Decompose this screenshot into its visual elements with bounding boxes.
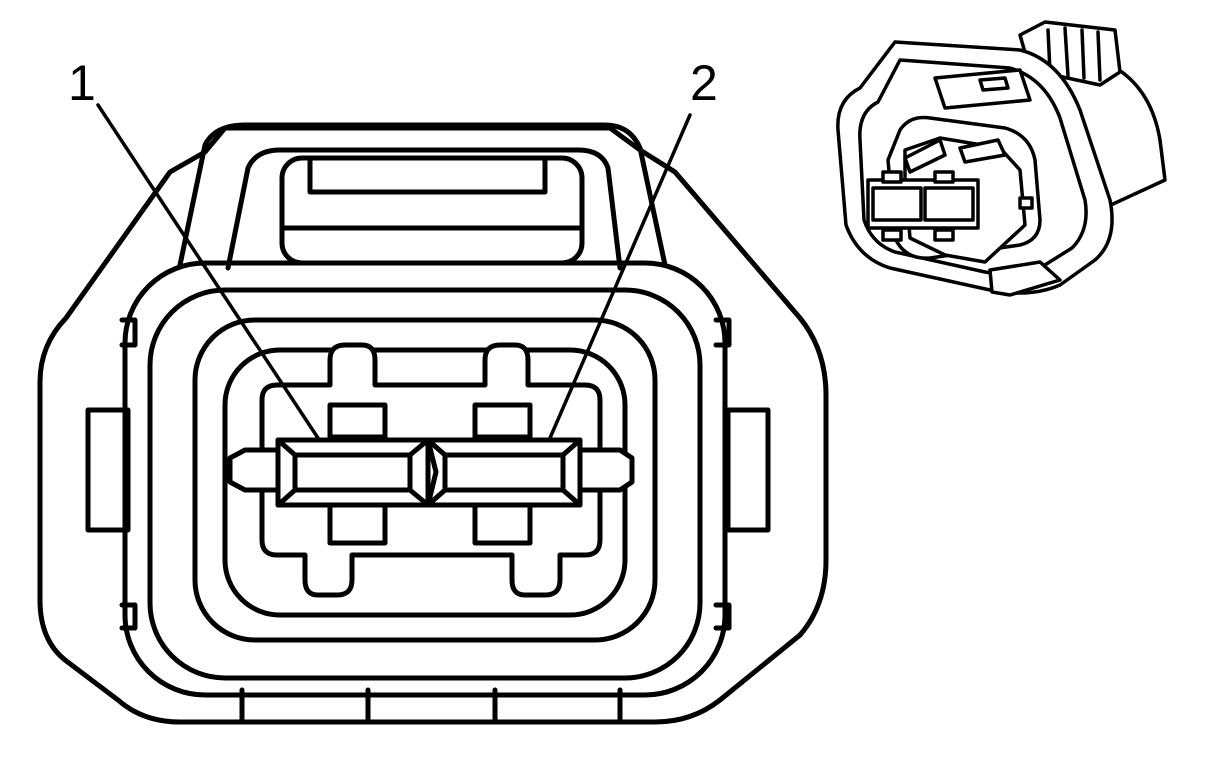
left-tab-marks [119,317,138,631]
latch-button [279,155,585,266]
right-tab-marks [713,317,732,631]
pin-tab-3-3d [881,228,903,242]
callout-label-2: 2 [690,55,718,111]
latch-frame [177,122,668,268]
latch-rib-lines [1046,26,1102,82]
terminal-1-3d [871,186,923,222]
latch-ribs [282,155,583,231]
terminal-posts-3d [903,138,1007,174]
leader-line-1 [96,103,320,440]
terminal-2-bottom-tab [472,502,533,546]
top-tab-slot [978,76,1010,92]
callout-label-1: 1 [68,55,96,111]
seal-inner-2 [192,317,658,643]
terminal-1 [275,437,431,508]
terminal-divider [425,437,439,508]
pin-tab-1-3d [881,170,903,184]
connector-face-view [37,122,829,725]
seal-inner-1 [147,287,703,681]
terminal-2 [425,437,583,508]
side-peg-3d [1018,196,1034,210]
pin-tab-2-3d [933,170,955,184]
connector-perspective-view [836,20,1167,297]
seal-outer [122,260,728,698]
terminal-1-top-tab [327,402,388,440]
callout-1: 1 [68,55,320,440]
pin-tab-4-3d [933,228,955,242]
left-side-tab [85,407,131,533]
latch-inner-frame [225,147,623,271]
terminal-2-3d [923,186,975,222]
bottom-rib [239,687,623,725]
leader-line-2 [548,113,692,440]
terminal-1-bottom-tab [327,502,388,546]
terminal-2-top-tab [472,402,533,440]
callout-2: 2 [548,55,718,440]
right-side-tab [725,407,771,533]
bottom-clip-3d [988,260,1062,297]
